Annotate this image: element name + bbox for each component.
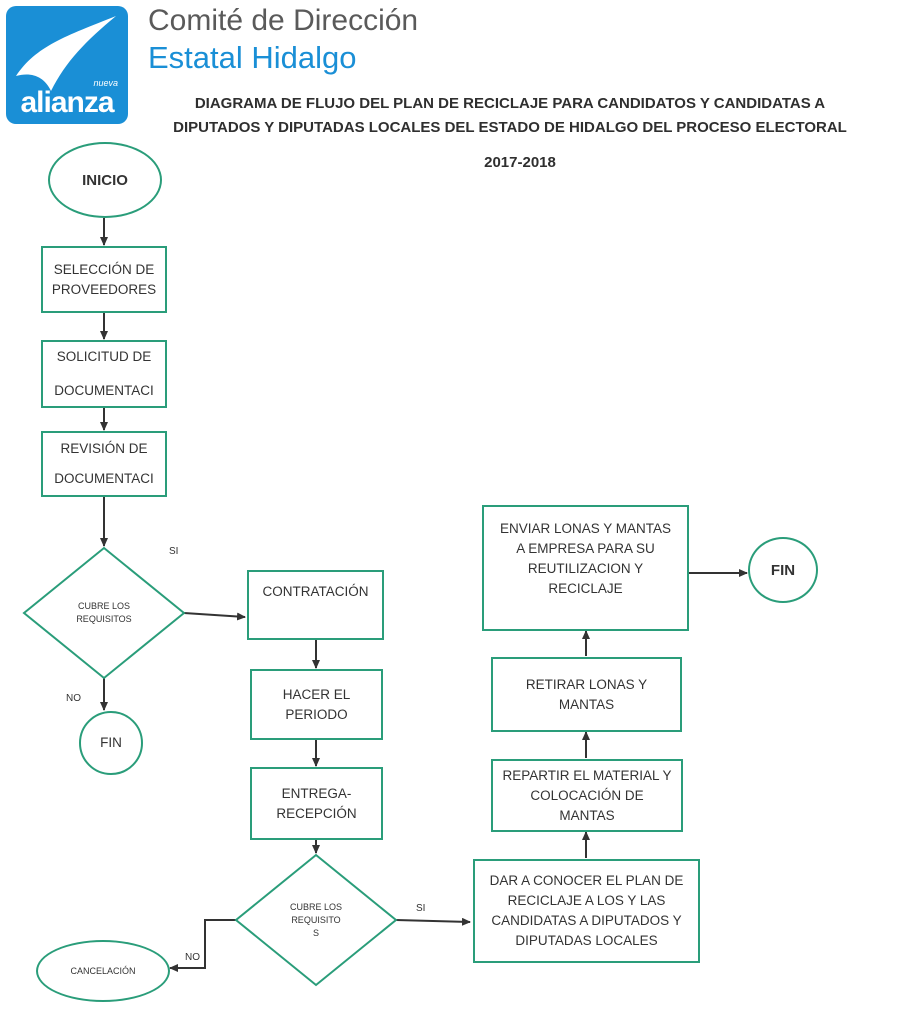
process-hacer-label: HACER EL PERIODO (282, 686, 351, 722)
process-revision-label: REVISIÓN DE DOCUMENTACI (54, 441, 154, 486)
logo-nueva-text: nueva (93, 78, 118, 88)
start-node-label: INICIO (82, 171, 128, 189)
process-hacer-periodo: HACER EL PERIODO (250, 669, 383, 740)
process-contratacion-label: CONTRATACIÓN (262, 584, 369, 599)
process-revision-documentacion: REVISIÓN DE DOCUMENTACI (41, 431, 167, 497)
process-seleccion-label: SELECCIÓN DE PROVEEDORES (51, 261, 157, 297)
edge-label-si-1: SI (169, 546, 179, 557)
edge-label-no-2: NO (185, 952, 200, 963)
process-entrega-recepcion: ENTREGA- RECEPCIÓN (250, 767, 383, 840)
process-contratacion: CONTRATACIÓN (247, 570, 384, 640)
title-line2: DIPUTADOS Y DIPUTADAS LOCALES DEL ESTADO… (173, 119, 847, 136)
edge-label-no-1: NO (66, 693, 81, 704)
process-enviar-label: ENVIAR LONAS Y MANTAS A EMPRESA PARA SU … (499, 521, 672, 596)
org-name-line1: Comité de Dirección (148, 4, 419, 37)
process-retirar-lonas: RETIRAR LONAS Y MANTAS (491, 657, 682, 732)
decision-diamond-2 (234, 853, 398, 987)
process-retirar-label: RETIRAR LONAS Y MANTAS (525, 676, 648, 712)
cancel-node-label: CANCELACIÓN (70, 965, 136, 976)
end-node-2: FIN (748, 537, 818, 603)
alianza-logo: nueva alianza (6, 6, 128, 124)
process-entrega-label: ENTREGA- RECEPCIÓN (276, 785, 357, 821)
process-solicitud-label: SOLICITUD DE DOCUMENTACI (54, 349, 154, 398)
process-dar-a-conocer: DAR A CONOCER EL PLAN DE RECICLAJE A LOS… (473, 859, 700, 963)
end-node-1: FIN (79, 711, 143, 775)
cancel-node: CANCELACIÓN (36, 940, 170, 1002)
process-seleccion-proveedores: SELECCIÓN DE PROVEEDORES (41, 246, 167, 313)
logo-swoosh-icon (16, 16, 116, 91)
logo-wordmark: alianza (20, 86, 114, 119)
decision-cubre-requisitos-1: CUBRE LOS REQUISITOS (24, 548, 184, 678)
end-node-2-label: FIN (770, 561, 796, 579)
decision-diamond-1 (22, 546, 186, 680)
electoral-period: 2017-2018 (484, 154, 556, 171)
process-dar-label: DAR A CONOCER EL PLAN DE RECICLAJE A LOS… (489, 873, 684, 948)
org-name-line2: Estatal Hidalgo (148, 40, 357, 75)
process-repartir-label: REPARTIR EL MATERIAL Y COLOCACIÓN DE MAN… (502, 767, 672, 823)
arrow-cubre2-dar (395, 917, 471, 926)
decision-cubre-requisitos-2: CUBRE LOS REQUISITO S (236, 855, 396, 985)
end-node-1-label: FIN (100, 735, 122, 750)
arrow-cubre1-contratacion (183, 612, 246, 621)
edge-label-si-2: SI (416, 903, 426, 914)
diagram-title: DIAGRAMA DE FLUJO DEL PLAN DE RECICLAJE … (120, 92, 897, 140)
process-solicitud-documentacion: SOLICITUD DE DOCUMENTACI (41, 340, 167, 408)
decision-1-label: CUBRE LOS REQUISITOS (76, 601, 132, 624)
decision-2-label: CUBRE LOS REQUISITO S (289, 901, 342, 938)
start-node: INICIO (48, 142, 162, 218)
process-enviar-lonas: ENVIAR LONAS Y MANTAS A EMPRESA PARA SU … (482, 505, 689, 631)
process-repartir-material: REPARTIR EL MATERIAL Y COLOCACIÓN DE MAN… (491, 759, 683, 832)
title-line1: DIAGRAMA DE FLUJO DEL PLAN DE RECICLAJE … (194, 95, 826, 112)
arrow-cubre2-cancelacion (169, 919, 236, 972)
